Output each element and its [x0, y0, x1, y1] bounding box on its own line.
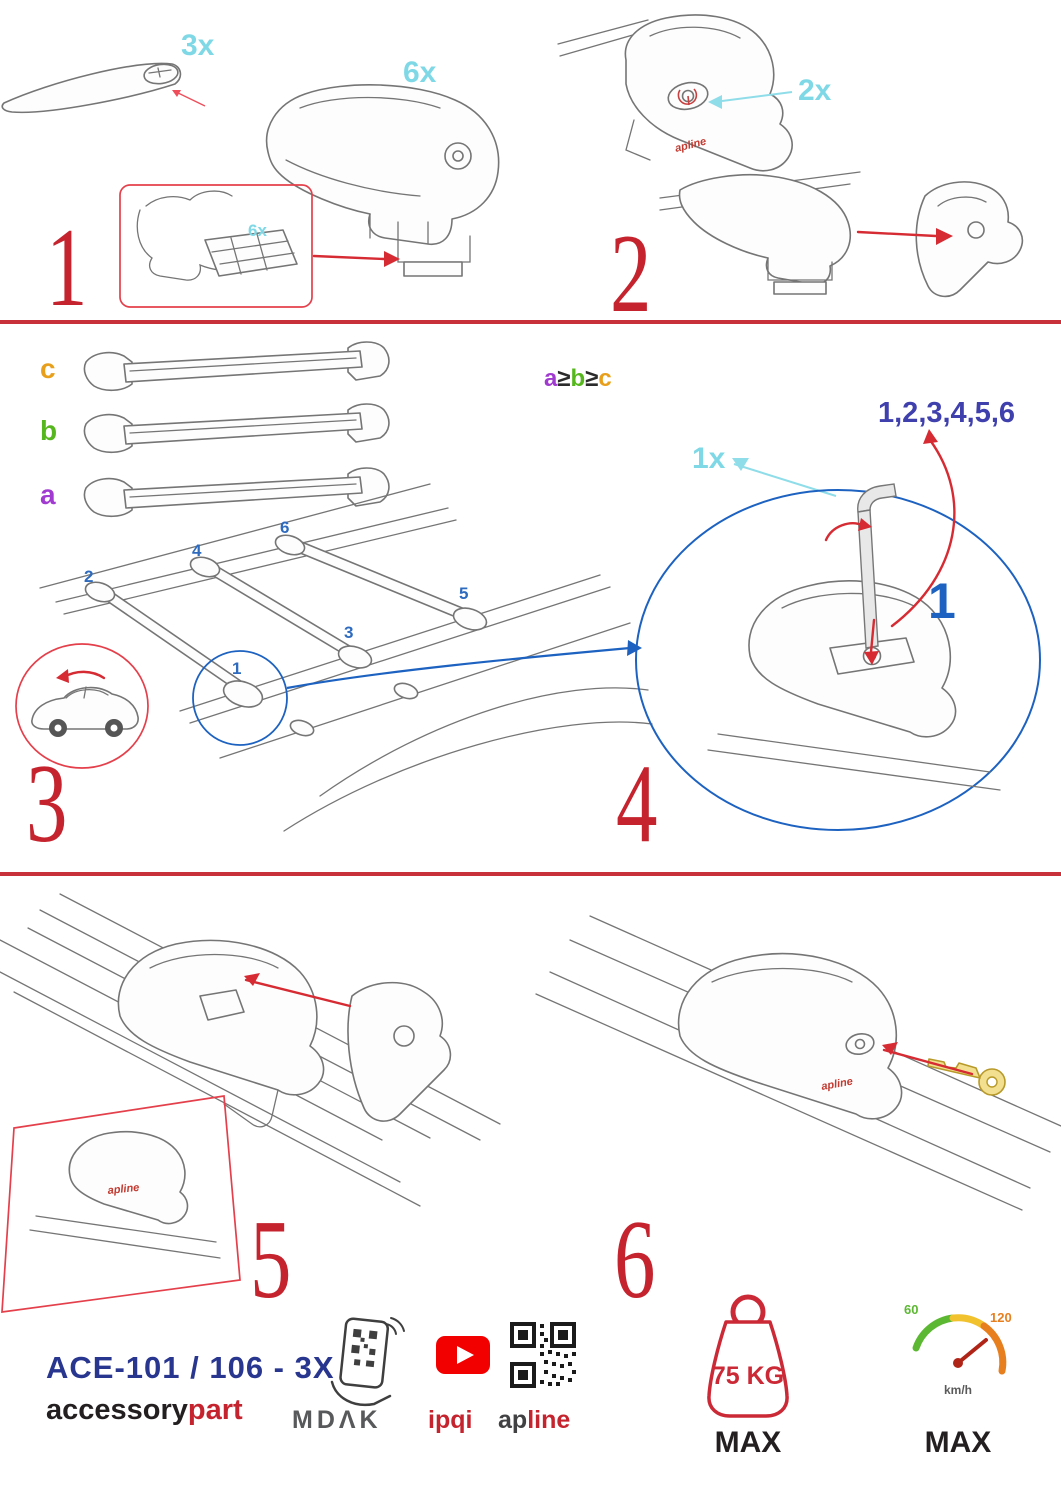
lower-foot-drawing — [659, 171, 1024, 298]
step5-illustration: apline — [0, 893, 501, 1313]
brand-mdak: MDΛK — [292, 1406, 382, 1434]
youtube-icon — [436, 1336, 490, 1374]
bar-c-drawing — [83, 341, 390, 392]
phone-scan-icon — [330, 1317, 405, 1407]
foot-drawing: apline — [677, 952, 903, 1120]
zoom-link-arrow — [286, 646, 631, 690]
bar-b-drawing — [83, 403, 390, 454]
brand-apline: apline — [498, 1406, 570, 1435]
step3-number: 3 — [26, 742, 68, 866]
speed-high-label: 120 — [990, 1310, 1012, 1325]
bar-pointer-head — [172, 90, 181, 97]
speed-unit-label: km/h — [944, 1383, 972, 1397]
speed-max-label: MAX — [924, 1426, 992, 1459]
qty-foot-label: 6x — [403, 56, 437, 89]
hex-key-icon — [857, 483, 897, 649]
cover-piece-drawing — [347, 981, 452, 1122]
car-roof-drawing — [39, 483, 653, 832]
speed-low-label: 60 — [904, 1302, 918, 1317]
position-number-3: 3 — [344, 623, 353, 642]
brand-ipqi: ipqi — [428, 1406, 473, 1434]
step4-illustration: 1,2,3,4,5,6 1x 1 — [635, 397, 1041, 831]
foot-drawing — [117, 939, 325, 1128]
product-code: ACE-101 / 106 - 3X — [46, 1350, 335, 1385]
brand-wordmark: accessorypart — [46, 1394, 243, 1427]
position-number-1: 1 — [232, 659, 241, 678]
step3-illustration: c b a a≥b≥c 1 2 3 4 — [15, 341, 653, 832]
position-number-2: 2 — [84, 567, 93, 586]
weight-max-label: MAX — [714, 1426, 782, 1459]
pad-insert-arrow — [312, 254, 386, 261]
position-number-5: 5 — [459, 584, 468, 603]
qty-lock-label: 2x — [798, 74, 832, 107]
attach-arrow — [244, 978, 352, 1008]
speed-needle — [956, 1338, 988, 1365]
unlock-arrow — [882, 1048, 974, 1076]
rotate-arrow — [824, 522, 864, 542]
car-inset — [15, 643, 149, 769]
pad-drawing — [136, 190, 298, 281]
crossbar-drawing — [1, 62, 182, 114]
brand-ap: ap — [498, 1406, 528, 1434]
section-divider — [0, 320, 1061, 324]
bar-a-drawing — [83, 467, 390, 518]
position-number-4: 4 — [192, 541, 202, 560]
step2-number: 2 — [610, 212, 652, 336]
bar-pointer-line — [173, 90, 206, 107]
zoom-circle — [635, 489, 1041, 831]
car-icon — [31, 686, 139, 737]
pad-inset-frame — [119, 184, 313, 308]
highlight-position-label: 1 — [928, 573, 956, 629]
position-1-highlight-circle — [192, 650, 288, 746]
tighten-arrow — [869, 618, 876, 654]
brand-accessory: accessory — [46, 1394, 188, 1426]
direction-arrow — [62, 670, 106, 680]
section-divider — [0, 872, 1061, 876]
qr-code-icon — [510, 1322, 576, 1388]
bar-label-b: b — [40, 415, 57, 446]
key-mark-icon — [677, 88, 698, 106]
speed-limit-icon: 60 120 km/h — [904, 1302, 1012, 1397]
tighten-sequence-label: 1,2,3,4,5,6 — [878, 397, 1015, 429]
apline-mini-logo: apline — [107, 1182, 140, 1197]
step4-number: 4 — [616, 742, 658, 866]
lock-icon — [393, 1025, 415, 1047]
step1-number: 1 — [46, 206, 88, 330]
step5-number: 5 — [250, 1198, 292, 1322]
zoom-foot-drawing — [707, 580, 1001, 791]
step2-illustration: apline 2x — [557, 14, 1024, 298]
sequence-swoop-arrow — [890, 438, 956, 628]
brand-line: line — [527, 1406, 571, 1434]
qty-key-label: 1x — [692, 442, 726, 475]
cover-piece-drawing — [915, 181, 1024, 298]
size-order-note: a≥b≥c — [544, 365, 612, 392]
foot-drawing — [265, 84, 500, 277]
bar-label-a: a — [40, 479, 56, 510]
position-number-6: 6 — [280, 518, 289, 537]
weight-limit-icon: 75 KG — [707, 1294, 789, 1418]
qty-pad-label: 6x — [248, 221, 267, 240]
lock-qty-arrow — [721, 91, 793, 102]
upper-foot-drawing: apline — [557, 14, 793, 172]
weight-limit-value: 75 KG — [712, 1362, 784, 1390]
assembled-inset: apline — [1, 1095, 241, 1313]
step6-number: 6 — [614, 1198, 656, 1322]
step1-illustration: 3x 6x 6x — [1, 29, 500, 308]
bar-label-c: c — [40, 353, 56, 384]
brand-part: part — [187, 1394, 243, 1426]
step6-illustration: apline — [535, 915, 1061, 1211]
qty-bar-label: 3x — [181, 29, 215, 62]
attach-arrow — [856, 230, 938, 238]
apline-mini-logo: apline — [820, 1076, 853, 1093]
